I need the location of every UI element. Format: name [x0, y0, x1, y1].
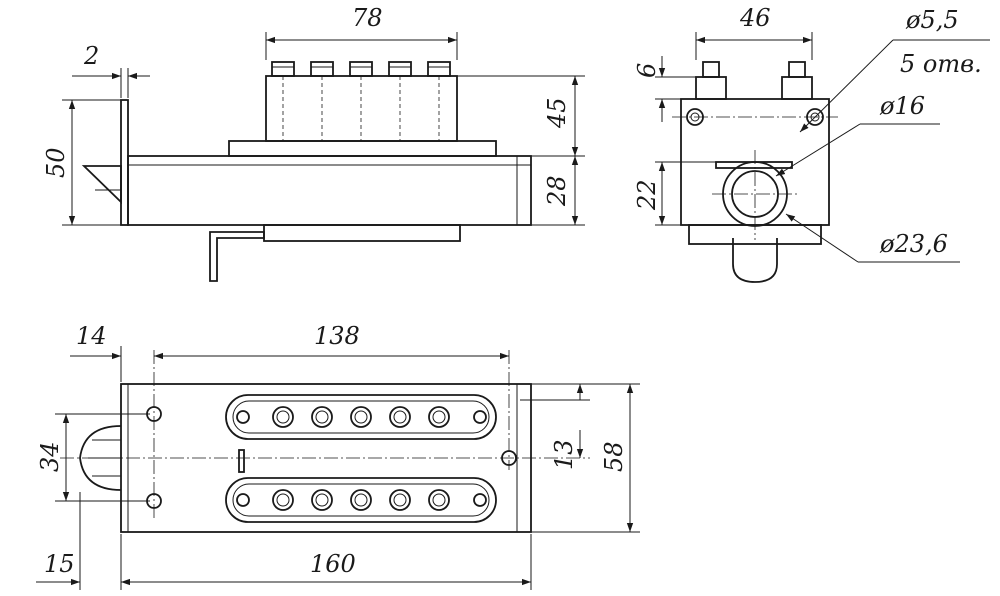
end-view: 46 6 22 ø5,5 5 отв. ø16 ø23,6: [633, 4, 990, 283]
dim-block-height: 45: [543, 97, 571, 129]
top-flange: [228, 140, 497, 157]
lower-shoe: [263, 224, 461, 242]
upper-block: [265, 75, 458, 142]
dim-center-offset: 13: [550, 439, 578, 470]
dim-hole-count: 5 отв.: [900, 50, 982, 78]
dim-total-length: 160: [310, 550, 356, 578]
dim-body-height: 28: [543, 175, 571, 207]
dim-top-width: 78: [352, 4, 383, 32]
upper-rail: [225, 394, 497, 440]
dim-holes-span: 138: [314, 322, 360, 350]
plan-view: 14 138 34 13 58 15 160: [36, 322, 640, 590]
dim-hole-diameter: ø5,5: [905, 6, 959, 34]
lower-rail: [225, 477, 497, 523]
dim-plan-width: 58: [600, 441, 628, 472]
main-body: [127, 155, 532, 226]
dim-bore-offset: 22: [633, 179, 661, 211]
hook-bracket: [209, 231, 265, 282]
front-plate: [120, 99, 129, 226]
dim-plate-thickness: 2: [83, 42, 99, 70]
side-view: 78 2 50 45 28: [42, 4, 585, 282]
dim-bore-diameter: ø16: [879, 92, 925, 120]
dim-knob-width: 34: [36, 441, 64, 472]
dim-end-width: 46: [739, 4, 771, 32]
studs: [271, 61, 451, 141]
dim-total-height: 50: [42, 147, 70, 178]
plan-knob: [79, 425, 122, 491]
dim-outer-diameter: ø23,6: [879, 230, 948, 258]
end-knob: [732, 238, 778, 283]
dim-stud-height: 6: [633, 63, 661, 78]
dim-flange-width: 14: [76, 322, 107, 350]
wedge-latch: [81, 165, 122, 205]
dim-knob-length: 15: [44, 550, 75, 578]
